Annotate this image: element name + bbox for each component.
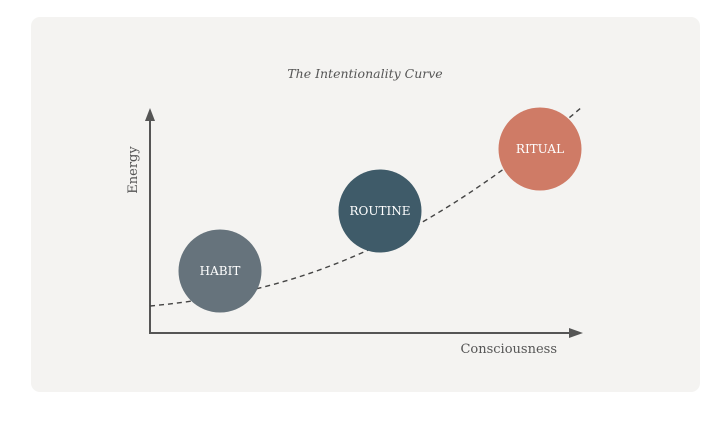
stage-label: RITUAL [516,142,564,156]
x-axis-label: Consciousness [460,342,557,357]
stage-routine: ROUTINE [338,169,422,253]
intentionality-curve [149,106,583,307]
x-axis-arrow-icon [569,328,583,338]
stage-ritual: RITUAL [498,107,582,191]
stage-label: HABIT [200,264,241,278]
diagram-title: The Intentionality Curve [287,66,442,81]
stage-circle [178,229,262,313]
stage-habit: HABIT [178,229,262,313]
y-axis-arrow-icon [145,108,155,121]
stage-label: ROUTINE [350,204,411,218]
y-axis-label: Energy [126,146,141,194]
stage-circle [498,107,582,191]
stage-circle [338,169,422,253]
